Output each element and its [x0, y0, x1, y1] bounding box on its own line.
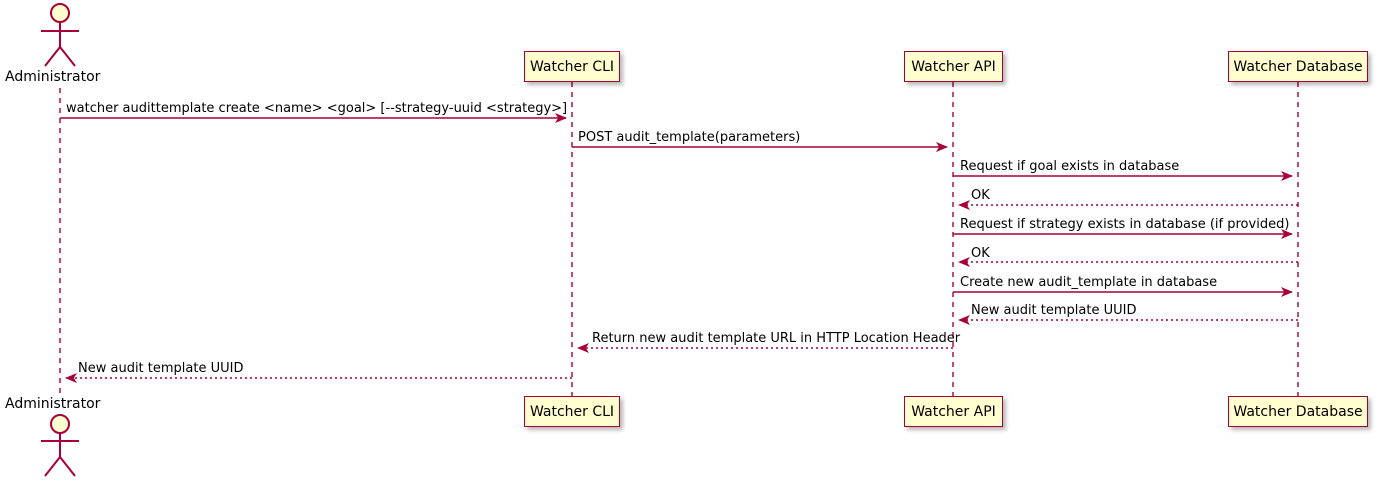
participant-box-watcher-database-bottom[interactable]: Watcher Database: [1228, 396, 1368, 427]
participant-label-watcher-cli: Watcher CLI: [529, 58, 615, 75]
participant-label-watcher-database: Watcher Database: [1233, 58, 1363, 75]
participant-box-watcher-database-top[interactable]: Watcher Database: [1228, 51, 1368, 82]
participant-label-watcher-database-bottom: Watcher Database: [1233, 403, 1363, 420]
message-label-9: Return new audit template URL in HTTP Lo…: [592, 331, 961, 346]
message-label-7: Create new audit_template in database: [960, 275, 1218, 290]
message-label-3: Request if goal exists in database: [960, 159, 1180, 174]
participant-label-watcher-api-bottom: Watcher API: [911, 403, 996, 420]
message-label-4: OK: [971, 188, 990, 203]
participant-label-watcher-api: Watcher API: [911, 58, 996, 75]
message-label-10: New audit template UUID: [78, 361, 244, 376]
actor-administrator-top: [41, 3, 79, 67]
message-label-8: New audit template UUID: [971, 303, 1137, 318]
participant-label-watcher-cli-bottom: Watcher CLI: [529, 403, 615, 420]
message-label-2: POST audit_template(parameters): [578, 130, 801, 145]
actor-administrator-bottom: [41, 414, 79, 477]
actor-label-administrator-bottom: Administrator: [5, 396, 101, 412]
message-label-6: OK: [971, 246, 990, 261]
message-arrows: [60, 113, 1298, 383]
participant-box-watcher-api-top[interactable]: Watcher API: [904, 51, 1003, 82]
lifelines: [59, 82, 1299, 396]
actor-label-administrator-top: Administrator: [5, 69, 101, 85]
participant-box-watcher-cli-bottom[interactable]: Watcher CLI: [524, 396, 620, 427]
message-label-1: watcher audittemplate create <name> <goa…: [66, 101, 568, 116]
participant-box-watcher-cli-top[interactable]: Watcher CLI: [524, 51, 620, 82]
message-label-5: Request if strategy exists in database (…: [960, 217, 1290, 232]
participant-box-watcher-api-bottom[interactable]: Watcher API: [904, 396, 1003, 427]
